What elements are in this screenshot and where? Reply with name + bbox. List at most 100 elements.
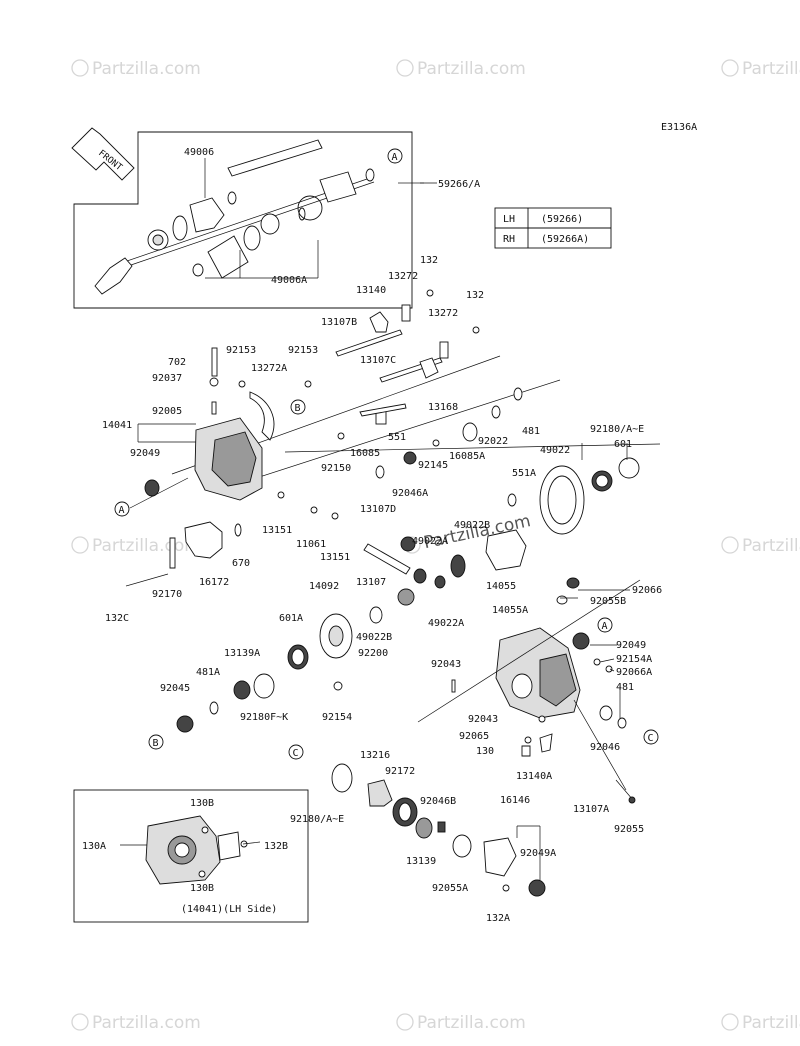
svg-text:C: C [648,733,654,744]
label-132a: 132A [486,913,510,924]
label-92046a: 92046A [392,488,428,499]
label-92055: 92055 [614,824,644,835]
legend-part-rh: (59266A) [541,234,589,245]
label-92049-2: 92049 [616,640,646,651]
label-13139a: 13139A [224,648,260,659]
label-92055b: 92055B [590,596,626,607]
label-92170: 92170 [152,589,182,600]
label-14041: 14041 [102,420,132,431]
label-11061: 11061 [296,539,326,550]
leader-lines [120,182,630,846]
legend-part-lh: (59266) [541,214,583,225]
label-49006a: 49006A [271,275,307,286]
label-49022b-1: 49022B [454,520,490,531]
label-13107c: 13107C [360,355,396,366]
svg-text:B: B [295,403,301,414]
label-601a: 601A [279,613,303,624]
label-92005: 92005 [152,406,182,417]
label-92046: 92046 [590,742,620,753]
label-14055: 14055 [486,581,516,592]
diagram-code: E3136A [661,122,697,133]
label-13107b: 13107B [321,317,357,328]
label-92065: 92065 [459,731,489,742]
label-92066: 92066 [632,585,662,596]
label-130a: 130A [82,841,106,852]
label-92066a: 92066A [616,667,652,678]
label-92153-1: 92153 [226,345,256,356]
label-132-2: 132 [466,290,484,301]
label-132c: 132C [105,613,129,624]
label-16085: 16085 [350,448,380,459]
label-49022b-2: 49022B [356,632,392,643]
label-92180ae-1: 92180/A~E [590,424,644,435]
label-551: 551 [388,432,406,443]
label-92045: 92045 [160,683,190,694]
marker-a-label: A [392,152,398,163]
label-13107a: 13107A [573,804,609,815]
watermark-text: Partzilla.com [92,1013,201,1033]
label-92043-1: 92043 [431,659,461,670]
driveshaft-group-box [73,131,413,309]
label-13139: 13139 [406,856,436,867]
label-702: 702 [168,357,186,368]
label-92153-2: 92153 [288,345,318,356]
label-49022-1: 49022 [540,445,570,456]
label-13272-2: 13272 [428,308,458,319]
svg-text:C: C [293,748,299,759]
label-92180ae-2: 92180/A~E [290,814,344,825]
legend-table: LH (59266) RH (59266A) [494,207,612,249]
label-92055a: 92055A [432,883,468,894]
label-92200: 92200 [358,648,388,659]
label-14092: 14092 [309,581,339,592]
watermark-text: Partzilla.com [742,536,800,556]
label-13107d: 13107D [360,504,396,515]
label-92180fk: 92180F~K [240,712,288,723]
inset-lh-case [145,815,248,885]
watermark-text: Partzilla.com [742,1013,800,1033]
label-92046b: 92046B [420,796,456,807]
rh-case-housing [451,577,627,757]
label-13107: 13107 [356,577,386,588]
lh-case-housing [144,347,339,520]
label-670: 670 [232,558,250,569]
shift-rail-parts [335,289,523,479]
svg-text:A: A [602,621,608,632]
svg-text:B: B [153,738,159,749]
actuator-16172 [125,521,242,587]
legend-side-rh: RH [503,234,515,245]
label-92154: 92154 [322,712,352,723]
label-14055a: 14055A [492,605,528,616]
watermark-text: Partzilla.com [92,59,201,79]
label-49022a-1: 49022A [412,536,448,547]
label-92049-1: 92049 [130,448,160,459]
label-601: 601 [614,439,632,450]
svg-text:A: A [119,505,125,516]
label-551a: 551A [512,468,536,479]
label-92037: 92037 [152,373,182,384]
legend-side-lh: LH [503,214,515,225]
label-92172: 92172 [385,766,415,777]
ring-gear-differential [363,457,640,606]
driveshaft-assembly [94,139,375,295]
label-130: 130 [476,746,494,757]
inset-caption: (14041)(LH Side) [181,904,277,915]
label-16085a: 16085A [449,451,485,462]
flange-14092 [176,606,383,733]
label-92145: 92145 [418,460,448,471]
label-16172: 16172 [199,577,229,588]
label-481-2: 481 [616,682,634,693]
watermark-text: Partzilla.com [742,59,800,79]
label-13140a: 13140A [516,771,552,782]
label-13151-1: 13151 [262,525,292,536]
front-arrow-icon: FRONT [71,127,135,181]
label-481a: 481A [196,667,220,678]
inset-box [73,789,309,923]
label-92154a: 92154A [616,654,652,665]
label-16146: 16146 [500,795,530,806]
label-49022a-2: 49022A [428,618,464,629]
label-92049a: 92049A [520,848,556,859]
label-92043-2: 92043 [468,714,498,725]
marker-a-top [387,148,403,164]
